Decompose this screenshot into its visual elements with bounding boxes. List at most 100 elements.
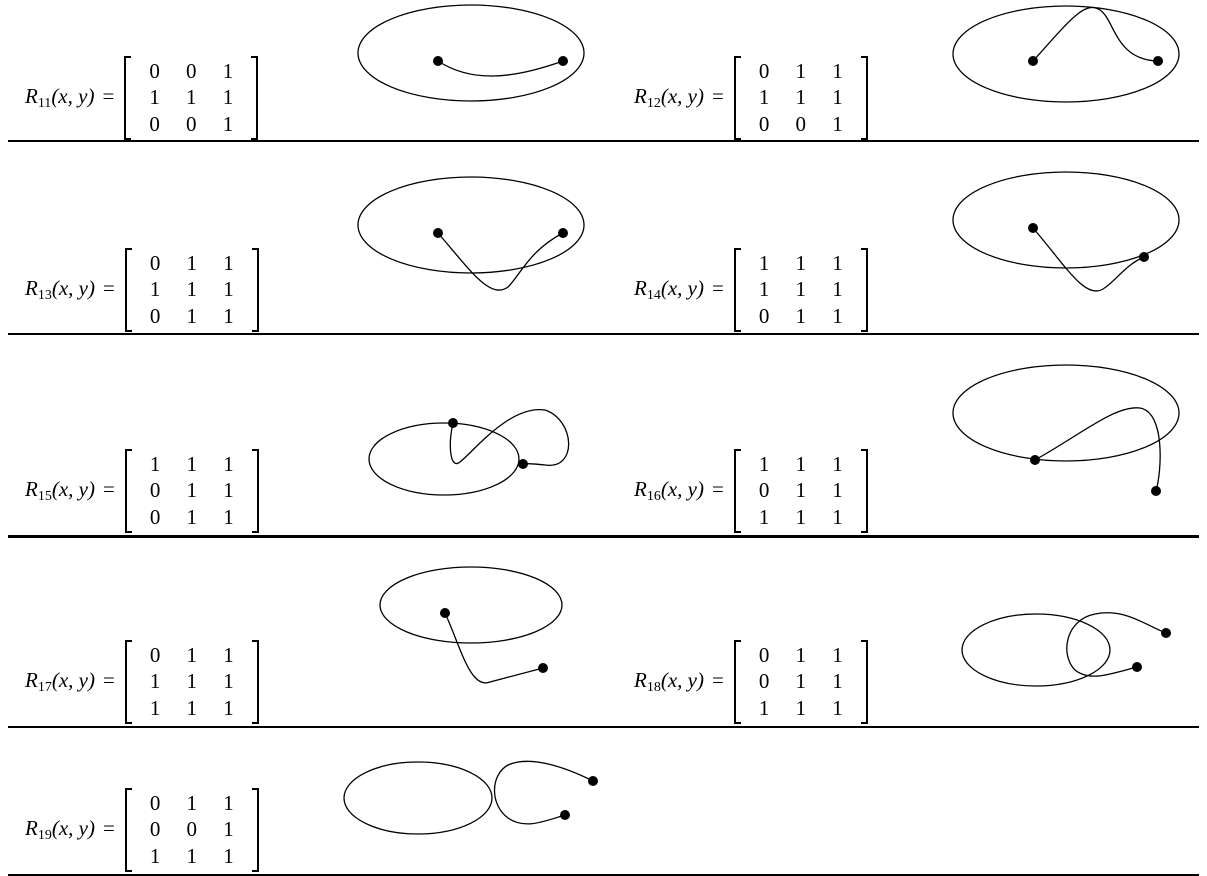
- relation-r16: R16(x, y)= 1 1 1 0 1 1 1 1 1: [634, 446, 868, 536]
- right-bracket: [860, 449, 868, 533]
- relation-curve: [437, 232, 564, 291]
- right-bracket: [251, 788, 259, 872]
- matrix-cell: 1: [149, 669, 161, 694]
- region-ellipse: [343, 761, 493, 835]
- matrix-cell: 0: [149, 817, 161, 842]
- endpoint-dot: [433, 56, 443, 66]
- matrix-cell: 0: [758, 669, 770, 694]
- matrix-cell: 1: [832, 85, 843, 110]
- left-bracket: [733, 640, 741, 724]
- relation-curve: [1034, 407, 1161, 492]
- matrix-cell: 1: [795, 85, 807, 110]
- matrix-cell: 0: [149, 250, 161, 275]
- matrix-cell: 1: [758, 85, 770, 110]
- right-bracket: [860, 248, 868, 332]
- matrix-cell: 1: [223, 304, 234, 329]
- endpoint-dot: [588, 776, 598, 786]
- endpoint-dot: [448, 418, 458, 428]
- row-divider-1: [8, 140, 1199, 142]
- matrix-cell: 1: [222, 85, 234, 110]
- matrix-cell: 1: [223, 250, 234, 275]
- endpoint-dot: [1028, 56, 1038, 66]
- matrix-cell: 1: [186, 478, 198, 503]
- relation-label: R12(x, y)=: [634, 84, 724, 111]
- left-bracket: [733, 56, 741, 140]
- region-ellipse: [357, 4, 585, 102]
- relation-label: R19(x, y)=: [25, 816, 115, 843]
- row-divider-4: [8, 726, 1199, 728]
- relation-matrix: 0 1 1 1 1 1 0 0 1: [733, 56, 868, 140]
- region-ellipse: [952, 5, 1180, 103]
- endpoint-dot: [1028, 223, 1038, 233]
- matrix-cell: 1: [186, 790, 198, 815]
- relation-label: R16(x, y)=: [634, 477, 724, 504]
- matrix-cell: 1: [832, 58, 843, 83]
- matrix-cell: 0: [186, 58, 197, 83]
- relation-curve: [494, 760, 594, 825]
- endpoint-dot: [1030, 455, 1040, 465]
- relation-curve: [1066, 612, 1167, 677]
- matrix-cell: 0: [149, 304, 161, 329]
- sketch-r18: [961, 612, 1171, 687]
- matrix-cell: 1: [795, 478, 807, 503]
- relation-r14: R14(x, y)= 1 1 1 1 1 1 0 1 1: [634, 245, 868, 335]
- matrix-cell: 1: [795, 58, 807, 83]
- matrix-cell: 1: [832, 112, 843, 137]
- right-bracket: [251, 640, 259, 724]
- matrix-cell: 1: [758, 277, 770, 302]
- endpoint-dot: [440, 608, 450, 618]
- matrix-cell: 1: [223, 669, 234, 694]
- matrix-cell: 1: [186, 304, 198, 329]
- matrix-cell: 1: [832, 642, 843, 667]
- right-bracket: [860, 640, 868, 724]
- matrix-cell: 1: [832, 478, 843, 503]
- matrix-cell: 1: [149, 277, 161, 302]
- left-bracket: [124, 449, 132, 533]
- relation-label: R15(x, y)=: [25, 477, 115, 504]
- relation-r13: R13(x, y)= 0 1 1 1 1 1 0 1 1: [25, 245, 259, 335]
- sketch-r16: [952, 364, 1180, 496]
- relation-matrix: 1 1 1 0 1 1 1 1 1: [733, 449, 868, 533]
- matrix-cell: 1: [795, 669, 807, 694]
- relation-r18: R18(x, y)= 0 1 1 0 1 1 1 1 1: [634, 637, 868, 727]
- matrix-cell: 1: [223, 696, 234, 721]
- endpoint-dot: [433, 228, 443, 238]
- matrix-cell: 1: [832, 505, 843, 530]
- matrix-cell: 0: [186, 817, 198, 842]
- endpoint-dot: [518, 459, 528, 469]
- matrix-cell: 1: [223, 451, 234, 476]
- matrix-cell: 1: [186, 669, 198, 694]
- matrix-cell: 0: [758, 642, 770, 667]
- endpoint-dot: [1161, 628, 1171, 638]
- endpoint-dot: [560, 810, 570, 820]
- sketch-r15: [368, 409, 570, 496]
- matrix-cell: 0: [795, 112, 807, 137]
- matrix-cell: 1: [149, 696, 161, 721]
- relation-curve: [437, 60, 564, 77]
- matrix-cell: 1: [186, 250, 198, 275]
- endpoint-dot: [1132, 662, 1142, 672]
- matrix-cell: 1: [832, 277, 843, 302]
- endpoint-dot: [538, 663, 548, 673]
- row-divider-5: [8, 874, 1199, 876]
- relation-r11: R11(x, y)= 0 0 1 1 1 1 0 0 1: [25, 53, 259, 143]
- endpoint-dot: [558, 228, 568, 238]
- matrix-cell: 1: [149, 85, 160, 110]
- matrix-cell: 1: [832, 250, 843, 275]
- matrix-cell: 1: [149, 844, 161, 869]
- matrix-cell: 1: [223, 817, 234, 842]
- relation-matrix: 1 1 1 1 1 1 0 1 1: [733, 248, 868, 332]
- endpoint-dot: [1139, 252, 1149, 262]
- matrix-cell: 0: [149, 505, 161, 530]
- matrix-cell: 1: [186, 451, 198, 476]
- matrix-cell: 0: [758, 112, 770, 137]
- relation-matrix: 0 1 1 0 0 1 1 1 1: [124, 788, 259, 872]
- matrix-cell: 1: [186, 696, 198, 721]
- matrix-cell: 1: [223, 844, 234, 869]
- matrix-cell: 1: [186, 642, 198, 667]
- left-bracket: [124, 248, 132, 332]
- sketch-r12: [952, 5, 1180, 103]
- matrix-cell: 1: [758, 696, 770, 721]
- sketch-r19: [343, 760, 598, 835]
